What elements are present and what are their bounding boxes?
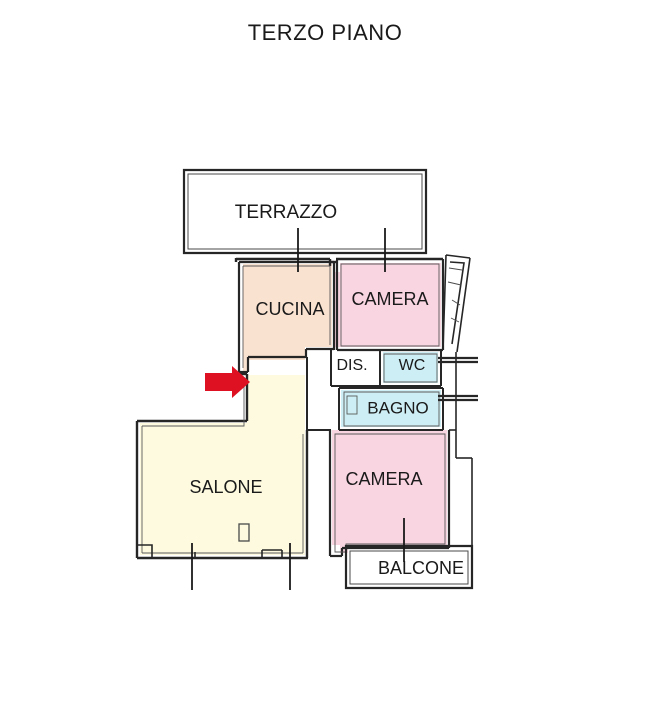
room-label-camera-2: CAMERA (345, 469, 422, 489)
room-shape-dis (333, 352, 381, 383)
room-shape-terrazzo (186, 172, 424, 251)
entrance-arrow-icon (205, 366, 250, 398)
room-shape-cucina (243, 264, 332, 373)
wall-salone-inner (141, 378, 304, 554)
wall-corridor (306, 357, 331, 431)
entrance-arrow (205, 366, 250, 398)
wall-camera-2 (328, 430, 451, 558)
room-fills (140, 172, 470, 585)
wall-camera-2-inner (334, 433, 446, 553)
wall-camera-1-inner (340, 263, 440, 347)
wall-terrazzo-inner (187, 173, 423, 250)
room-labels: TERRAZZO CUCINA CAMERA DIS. WC BAGNO SAL… (189, 202, 464, 578)
room-shape-wc (383, 352, 438, 383)
wall-salone-recess (137, 544, 283, 558)
wall-salone (135, 372, 309, 560)
wall-right-diagonal (442, 254, 471, 353)
walls (135, 168, 474, 590)
bagno-fixture (346, 395, 358, 415)
dimension-ticks (191, 228, 405, 590)
diagonal-hatch (447, 267, 463, 323)
window-openings (438, 356, 478, 402)
room-label-camera-1: CAMERA (351, 289, 428, 309)
page-title: TERZO PIANO (247, 20, 403, 45)
wall-dis-wc (330, 349, 442, 387)
room-label-bagno: BAGNO (367, 398, 428, 417)
room-label-cucina: CUCINA (255, 299, 324, 319)
room-shape-balcone (348, 548, 470, 585)
wall-bagno-inner (343, 391, 440, 427)
room-label-wc: WC (399, 357, 426, 374)
wall-balcone (344, 544, 474, 590)
wall-right-outer (449, 352, 473, 546)
room-shape-camera-1 (333, 263, 441, 347)
room-label-balcone: BALCONE (378, 558, 464, 578)
room-shape-bagno (341, 390, 441, 427)
room-label-dis: DIS. (336, 357, 367, 374)
wall-cucina-inner (242, 265, 331, 368)
room-shape-camera-2 (332, 430, 447, 553)
wall-wc-inner (383, 353, 438, 383)
room-shape-salone (140, 375, 305, 555)
room-label-salone: SALONE (189, 477, 262, 497)
salone-column (238, 523, 250, 542)
wall-cucina (237, 260, 336, 380)
room-label-terrazzo: TERRAZZO (235, 202, 337, 223)
wall-terrazzo (182, 168, 428, 255)
wall-balcone-inner (349, 550, 469, 585)
